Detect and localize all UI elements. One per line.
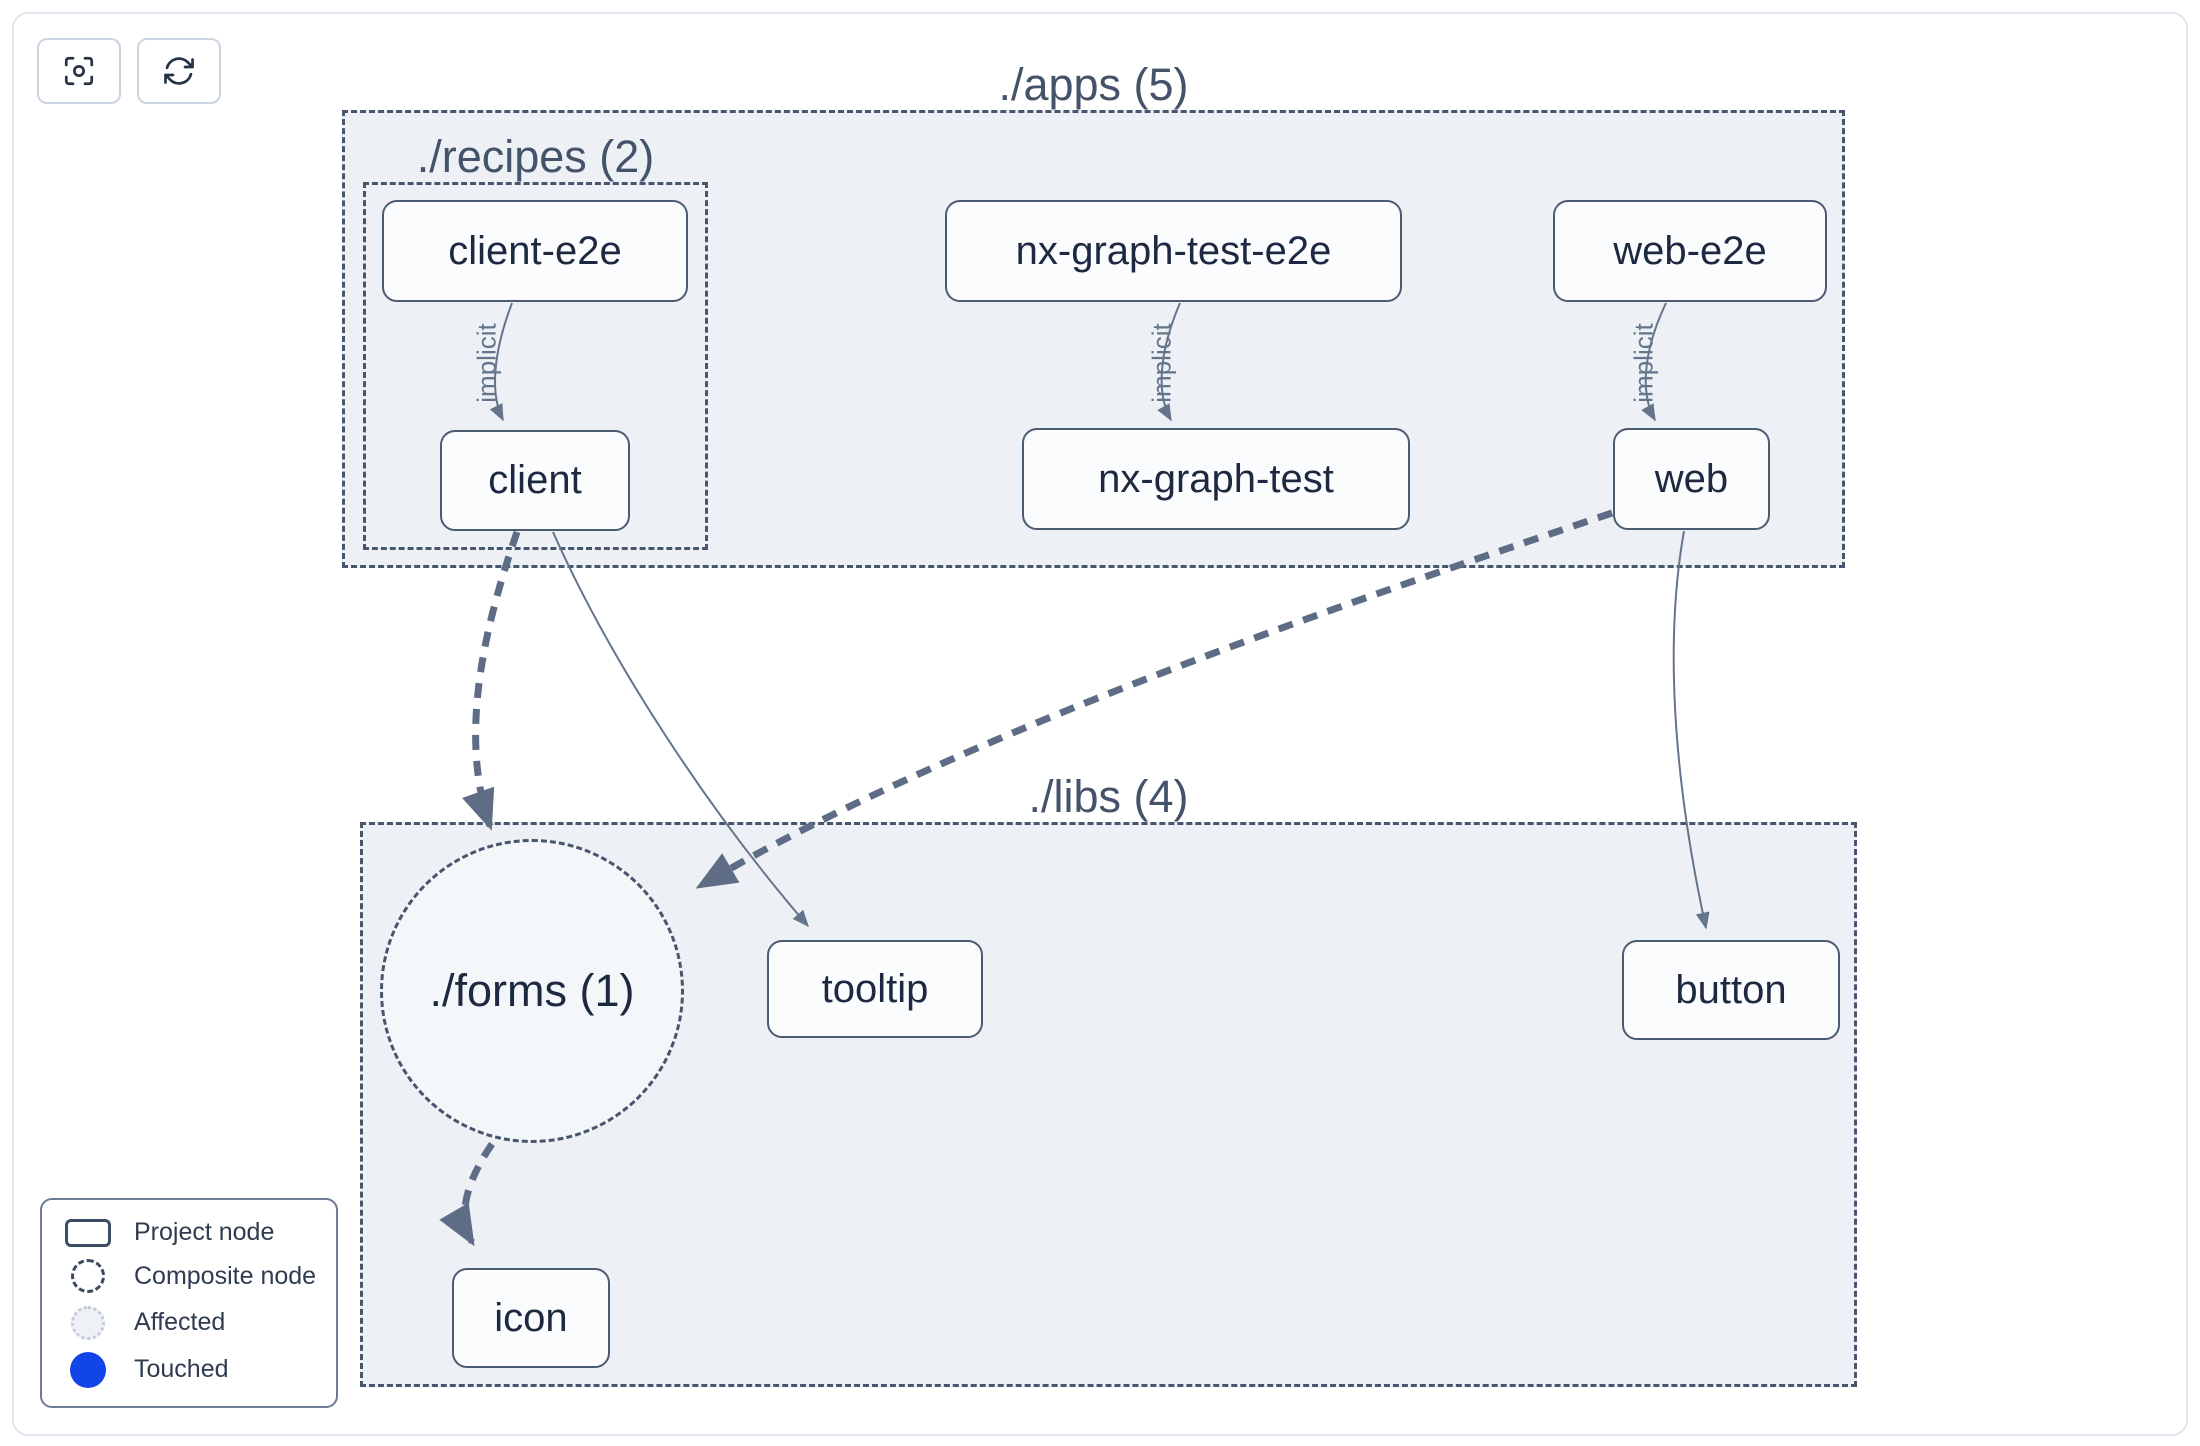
legend-item-project-node: Project node <box>42 1218 336 1247</box>
edge-label-implicit: implicit <box>1628 323 1659 403</box>
node-button[interactable]: button <box>1622 940 1840 1040</box>
cluster-apps-label: ./apps (5) <box>998 59 1189 110</box>
touched-icon <box>70 1351 106 1388</box>
node-nx-graph-test[interactable]: nx-graph-test <box>1022 428 1410 530</box>
cluster-recipes-label: ./recipes (2) <box>416 131 655 182</box>
edge-label-implicit: implicit <box>471 323 502 403</box>
composite-node-forms-label: ./forms (1) <box>429 965 635 1016</box>
node-tooltip[interactable]: tooltip <box>767 940 983 1038</box>
legend-label: Composite node <box>134 1261 317 1290</box>
legend: Project node Composite node Affected Tou… <box>40 1198 338 1408</box>
edge-label-implicit: implicit <box>1146 323 1177 403</box>
composite-node-forms[interactable]: ./forms (1) <box>380 839 684 1143</box>
node-web-e2e[interactable]: web-e2e <box>1553 200 1827 302</box>
cluster-libs-label: ./libs (4) <box>1028 771 1189 822</box>
canvas-frame <box>12 12 2188 1436</box>
node-icon[interactable]: icon <box>452 1268 610 1368</box>
focus-button[interactable] <box>37 38 121 104</box>
legend-label: Project node <box>134 1218 275 1247</box>
node-nx-graph-test-e2e[interactable]: nx-graph-test-e2e <box>945 200 1402 302</box>
project-node-icon <box>65 1218 111 1247</box>
legend-label: Touched <box>134 1355 229 1384</box>
legend-item-touched: Touched <box>42 1351 336 1388</box>
node-client-e2e[interactable]: client-e2e <box>382 200 688 302</box>
legend-item-composite-node: Composite node <box>42 1259 336 1294</box>
composite-node-icon <box>71 1259 105 1294</box>
toolbar <box>37 38 221 104</box>
node-web[interactable]: web <box>1613 428 1770 530</box>
refresh-icon <box>164 57 194 85</box>
legend-item-affected: Affected <box>42 1305 336 1340</box>
node-client[interactable]: client <box>440 430 630 531</box>
refresh-button[interactable] <box>137 38 221 104</box>
affected-icon <box>71 1305 105 1340</box>
focus-icon <box>64 56 94 86</box>
legend-label: Affected <box>134 1308 226 1337</box>
